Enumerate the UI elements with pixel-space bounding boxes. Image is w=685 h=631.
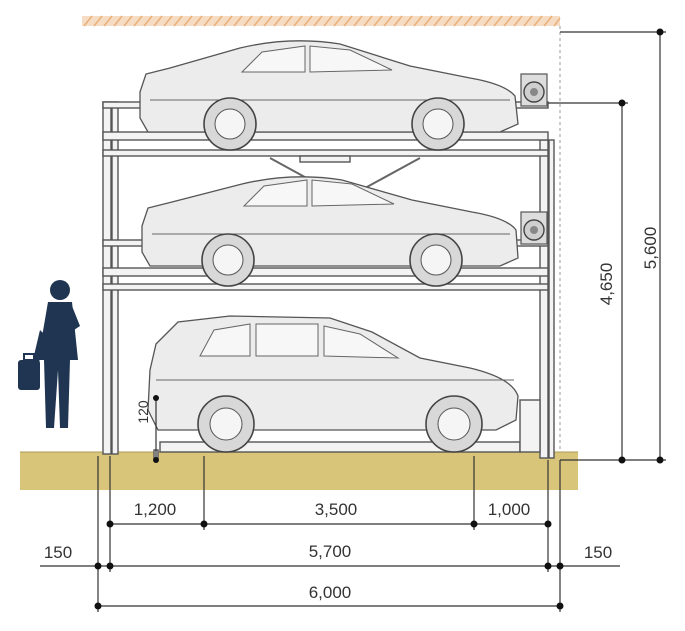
total-width-dimension: 6,000 — [94, 583, 564, 610]
segment-middle-label: 3,500 — [315, 500, 358, 519]
total-width-label: 6,000 — [309, 583, 352, 602]
extension-lines — [97, 456, 561, 612]
bottom-suv — [147, 315, 519, 453]
top-sedan — [139, 40, 519, 151]
ceiling — [82, 15, 561, 27]
platform-height-dimension: 4,650 — [548, 99, 628, 464]
right-margin-label: 150 — [584, 543, 612, 562]
segment-right-label: 1,000 — [488, 500, 531, 519]
inner-width-label: 5,700 — [309, 542, 352, 561]
total-height-dimension: 5,600 — [560, 28, 666, 464]
platform-height-label: 4,650 — [597, 263, 616, 306]
left-margin-label: 150 — [44, 543, 72, 562]
segment-left-label: 1,200 — [134, 500, 177, 519]
businessman-with-briefcase-icon — [18, 280, 80, 428]
small-clearance-label: 120 — [135, 400, 151, 424]
small-clearance-dimension: 120 — [135, 395, 159, 463]
total-height-label: 5,600 — [641, 227, 660, 270]
lift-frame — [102, 101, 555, 459]
inner-width-dimensions: 150 5,700 150 — [40, 542, 620, 570]
bottom-segment-dimensions: 1,200 3,500 1,000 — [106, 500, 552, 528]
motor-unit-icon — [520, 211, 548, 245]
motor-unit-icon — [520, 73, 548, 107]
ground-slab — [20, 452, 578, 490]
middle-sedan — [141, 176, 519, 287]
